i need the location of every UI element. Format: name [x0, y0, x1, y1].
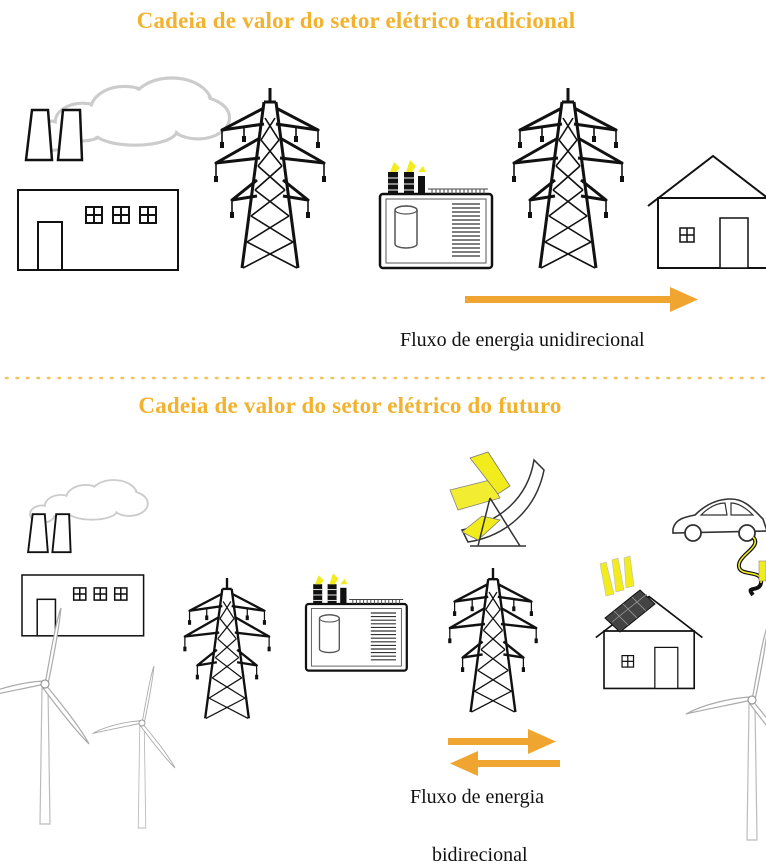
solar-concentrator	[449, 451, 545, 547]
future-tower-1	[182, 576, 272, 720]
future-factory	[21, 479, 149, 637]
electric-car	[672, 498, 766, 597]
bidirectional-flow-label-line2: bidirecional	[432, 844, 528, 866]
bidirectional-flow-label-line1: Fluxo de energia	[410, 786, 545, 808]
future-transformer	[304, 572, 408, 672]
future-house-solar	[594, 555, 704, 690]
traditional-transformer	[378, 158, 494, 270]
traditional-house	[647, 155, 766, 269]
wind-turbine-3	[685, 623, 766, 841]
unidirectional-flow-label: Fluxo de energia unidirecional	[400, 329, 645, 351]
future-chain-title: Cadeia de valor do setor elétrico do fut…	[138, 393, 562, 418]
traditional-chain-title: Cadeia de valor do setor elétrico tradic…	[136, 8, 576, 33]
bidirectional-arrows	[448, 729, 560, 776]
traditional-tower-2	[510, 86, 626, 270]
future-tower-2	[447, 566, 539, 714]
unidirectional-arrow	[465, 287, 698, 312]
wind-turbine-1	[0, 607, 90, 825]
traditional-factory	[16, 76, 232, 272]
wind-turbine-2	[92, 665, 176, 829]
